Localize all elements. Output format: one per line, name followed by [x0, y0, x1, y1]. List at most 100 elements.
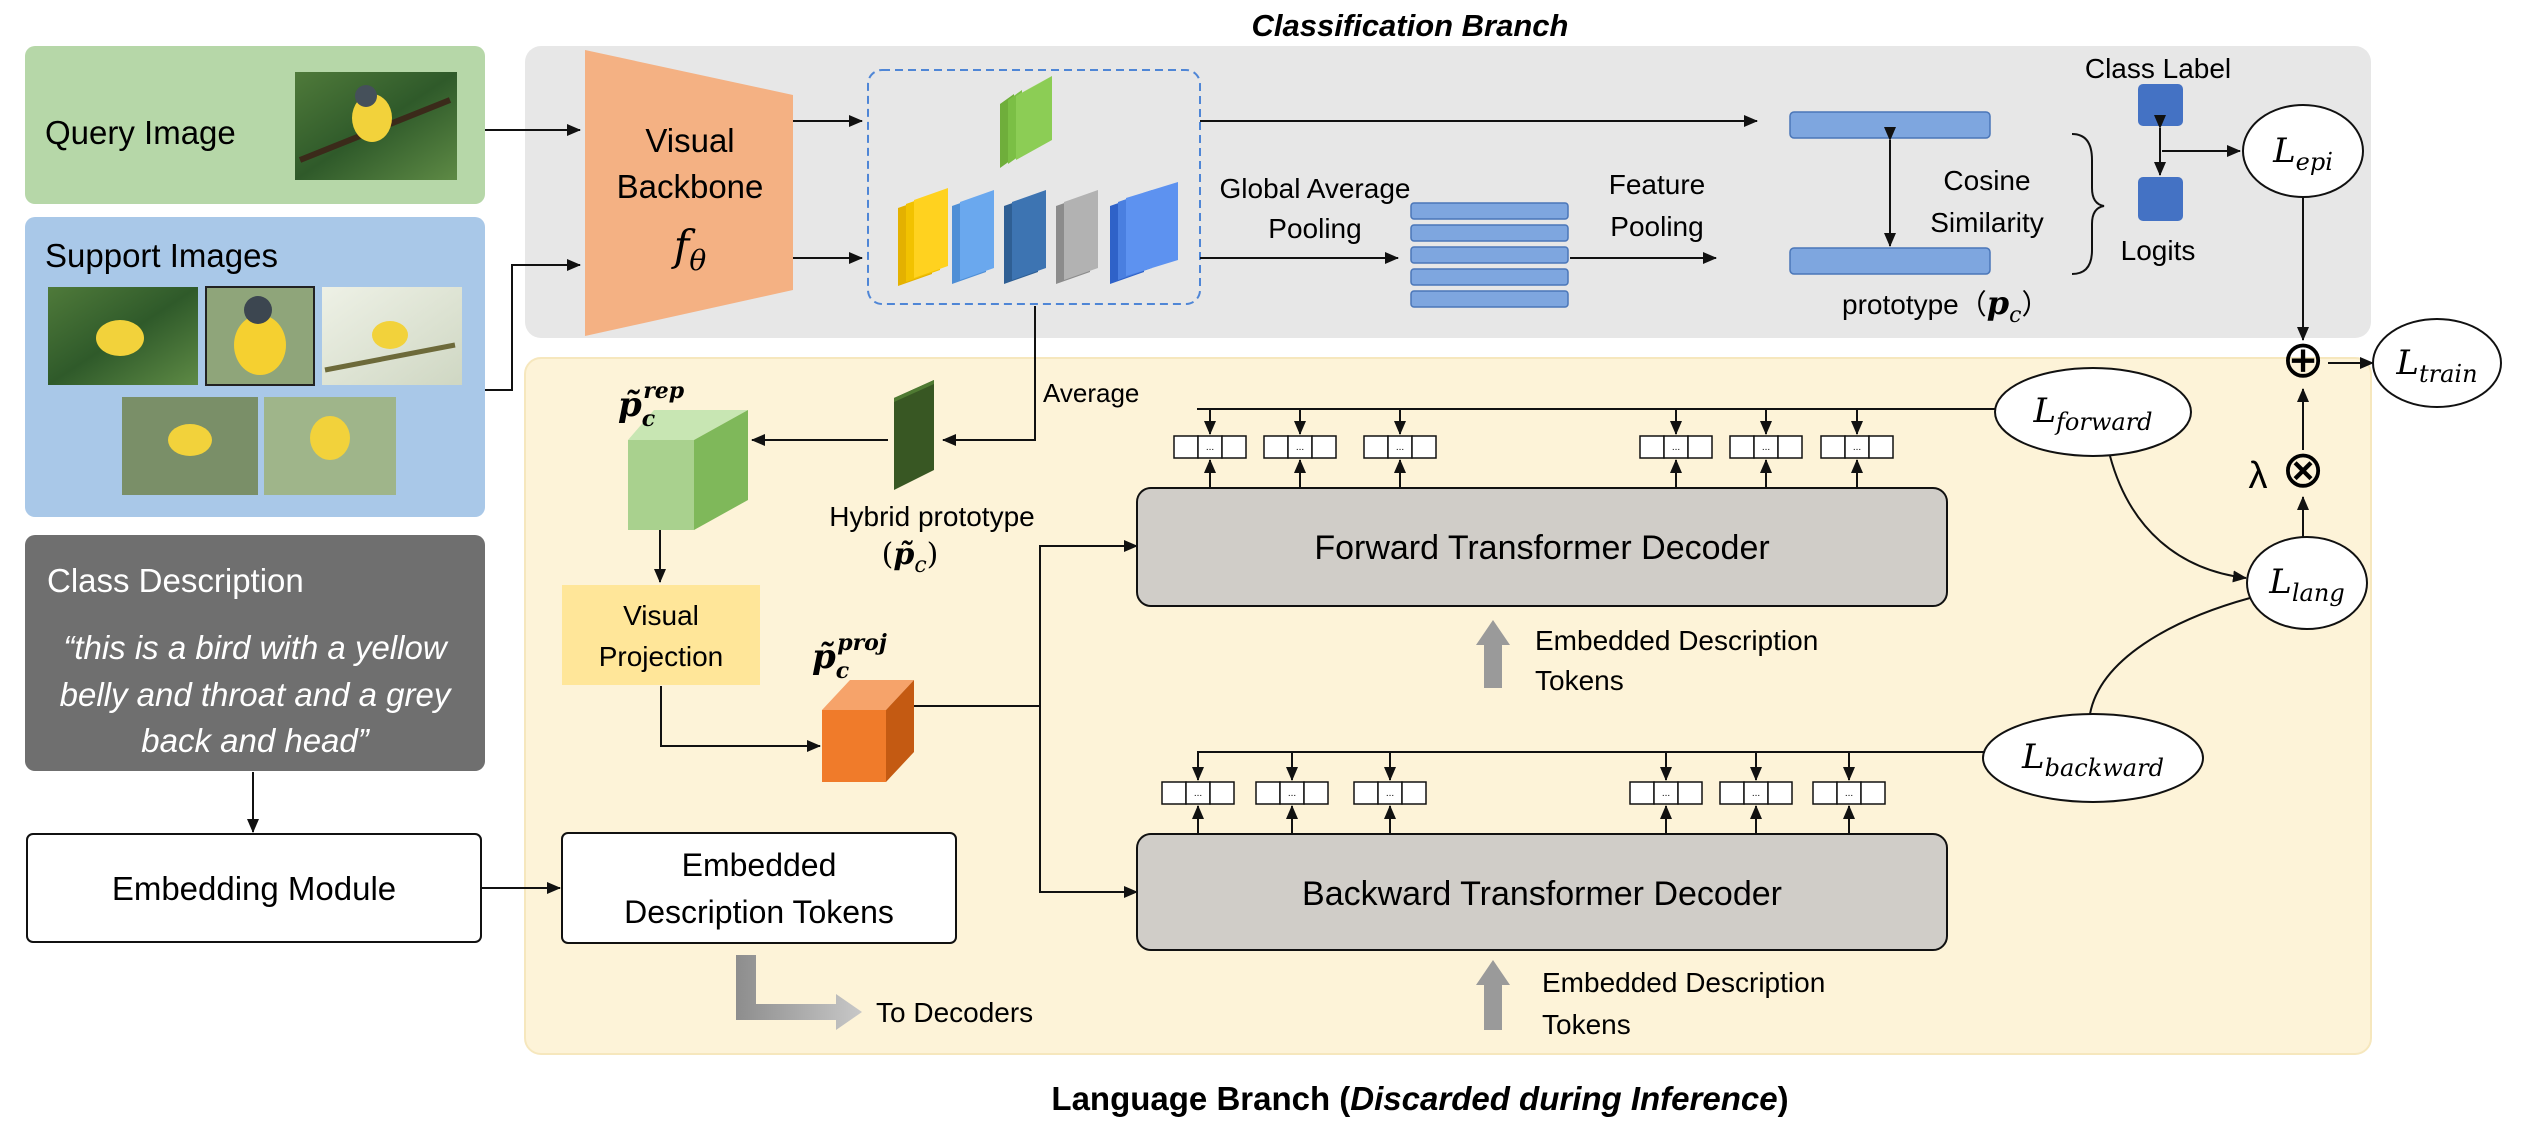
embedding-module-label: Embedding Module	[112, 870, 396, 907]
p-proj-symbol: p̃cproj	[812, 630, 887, 684]
logits-square	[2138, 177, 2183, 221]
loss-backward-label: Lbackward	[2021, 737, 2164, 782]
svg-text:...: ...	[1853, 442, 1861, 453]
prototype-label: prototype（pc）	[1842, 284, 2049, 328]
pooled-feature-bars	[1410, 202, 1569, 308]
backward-token-group-1: ...	[1161, 752, 1235, 834]
forward-token-group-2: ...	[1263, 409, 1337, 488]
backward-token-group-2: ...	[1255, 752, 1329, 834]
feature-pooling-line2: Pooling	[1610, 211, 1703, 242]
loss-lang-node	[2246, 536, 2368, 630]
class-description-line-1: “this is a bird with a yellow	[63, 629, 448, 666]
class-label-square	[2138, 84, 2183, 126]
backward-token-group-6: ...	[1812, 752, 1886, 834]
backward-token-group-5: ...	[1719, 752, 1793, 834]
query-feature-map	[1000, 76, 1052, 168]
query-bird-image	[295, 72, 457, 180]
loss-epi-label: Lepi	[2272, 131, 2333, 176]
svg-text:...: ...	[1296, 442, 1304, 453]
backward-token-group-4: ...	[1629, 752, 1703, 834]
backward-embedded-line2: Tokens	[1542, 1009, 1631, 1040]
backward-token-group-3: ...	[1353, 752, 1427, 834]
embedded-tokens-line1: Embedded	[682, 847, 837, 883]
class-description-line-2: belly and throat and a grey	[60, 676, 453, 713]
arrow-forward-to-lang	[2109, 455, 2247, 583]
svg-text:...: ...	[1288, 788, 1296, 799]
backbone-label-line1: Visual	[645, 122, 734, 159]
backward-embedded-line1: Embedded Description	[1542, 967, 1825, 998]
p-rep-symbol: p̃crep	[618, 378, 685, 432]
loss-train-label: Ltrain	[2395, 343, 2477, 388]
backbone-label-line2: Backbone	[617, 168, 764, 205]
arrow-support-to-backbone	[485, 259, 581, 391]
forward-decoder-label: Forward Transformer Decoder	[1314, 529, 1769, 567]
average-label: Average	[1043, 378, 1139, 408]
feature-maps-box	[867, 69, 1201, 305]
arrow-proj-to-backward	[1039, 706, 1138, 898]
class-description-label: Class Description	[47, 562, 304, 599]
forward-decoder-box	[1136, 487, 1948, 607]
hybrid-prototype-slab	[894, 380, 934, 490]
feature-pooling-line1: Feature	[1609, 169, 1706, 200]
backward-decoder-label: Backward Transformer Decoder	[1302, 875, 1782, 913]
cosine-label-line2: Similarity	[1930, 207, 2044, 238]
arrow-backward-to-lang	[2089, 597, 2251, 715]
query-image-label: Query Image	[45, 114, 236, 151]
hybrid-prototype-line1: Hybrid prototype	[829, 501, 1034, 532]
loss-train-node	[2372, 318, 2502, 408]
language-branch-title: Language Branch (Discarded during Infere…	[1051, 1080, 1788, 1117]
svg-text:...: ...	[1194, 788, 1202, 799]
visual-projection-line1: Visual	[623, 600, 699, 631]
query-embedding-bar	[1789, 111, 1991, 139]
class-label-text: Class Label	[2085, 53, 2231, 84]
forward-token-group-4: ...	[1639, 409, 1713, 488]
visual-projection-line2: Projection	[599, 641, 724, 672]
backward-input-arrow	[1476, 960, 1510, 1030]
arrow-proj-to-forward	[914, 540, 1138, 707]
forward-token-group-5: ...	[1729, 409, 1803, 488]
forward-embedded-line2: Tokens	[1535, 665, 1624, 696]
forward-token-group-3: ...	[1363, 409, 1437, 488]
p-proj-cube	[822, 680, 914, 782]
support-feature-maps	[898, 182, 1178, 286]
forward-input-arrow	[1476, 620, 1510, 688]
gap-label-line2: Pooling	[1268, 213, 1361, 244]
svg-text:...: ...	[1386, 788, 1394, 799]
svg-text:...: ...	[1662, 788, 1670, 799]
multiply-operator: ⊗	[2281, 441, 2325, 499]
forward-token-group-1: ...	[1173, 409, 1247, 488]
hybrid-prototype-line2: (p̃c)	[882, 537, 939, 578]
svg-text:...: ...	[1762, 442, 1770, 453]
forward-output-tokens: ..................	[1173, 409, 1894, 488]
logits-label: Logits	[2121, 235, 2196, 266]
svg-text:...: ...	[1396, 442, 1404, 453]
to-decoders-arrow	[736, 955, 862, 1030]
to-decoders-label: To Decoders	[876, 997, 1033, 1028]
loss-forward-node	[1994, 367, 2192, 457]
prototype-bar	[1789, 247, 1991, 275]
forward-token-group-6: ...	[1820, 409, 1894, 488]
embedded-tokens-line2: Description Tokens	[624, 894, 894, 930]
svg-text:...: ...	[1672, 442, 1680, 453]
svg-text:...: ...	[1206, 442, 1214, 453]
classification-branch-title: Classification Branch	[1252, 8, 1569, 43]
cosine-brace	[2071, 133, 2105, 275]
loss-forward-label: Lforward	[2032, 391, 2152, 436]
svg-text:...: ...	[1752, 788, 1760, 799]
class-description-line-3: back and head”	[141, 722, 371, 759]
loss-lang-label: Llang	[2268, 562, 2344, 607]
gap-label-line1: Global Average	[1220, 173, 1411, 204]
arrow-projection-to-proj-cube	[660, 686, 821, 752]
sum-operator: ⊕	[2281, 331, 2325, 389]
average-connector	[942, 306, 1036, 446]
forward-embedded-line1: Embedded Description	[1535, 625, 1818, 656]
embedded-tokens-box	[561, 832, 957, 944]
svg-text:...: ...	[1845, 788, 1853, 799]
visual-projection-box	[562, 585, 760, 685]
class-description-box	[25, 535, 485, 771]
visual-backbone	[585, 50, 793, 336]
backward-output-tokens: ..................	[1161, 752, 1886, 834]
cosine-label-line1: Cosine	[1943, 165, 2030, 196]
backward-decoder-box	[1136, 833, 1948, 951]
